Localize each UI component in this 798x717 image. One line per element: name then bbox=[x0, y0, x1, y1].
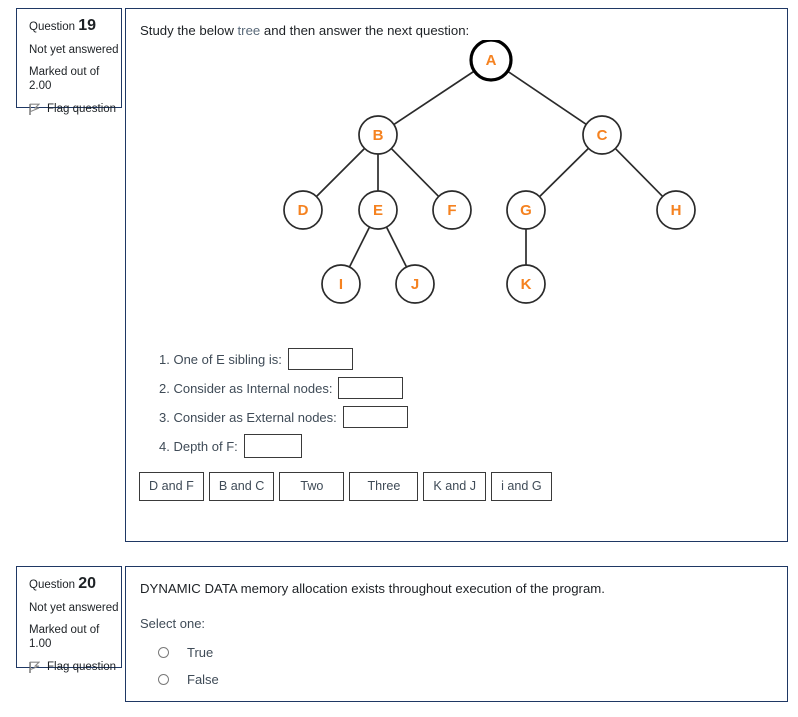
question-info-panel-19: Question 19 Not yet answered Marked out … bbox=[16, 8, 122, 115]
question-number-20: Question 20 bbox=[29, 575, 111, 593]
tree-node-H: H bbox=[656, 190, 696, 230]
tree-edge-A-C bbox=[506, 70, 588, 126]
flag-question-label-19: Flag question bbox=[47, 103, 117, 116]
question-content-19: Study the below tree and then answer the… bbox=[125, 8, 788, 542]
tree-edge-C-H bbox=[614, 147, 664, 198]
sub-question-4: 4. Depth of F: bbox=[159, 433, 787, 459]
question-number-value: 20 bbox=[78, 575, 97, 592]
question-prompt-19: Study the below tree and then answer the… bbox=[126, 9, 787, 40]
marked-out-of-value: 1.00 bbox=[29, 638, 52, 651]
tree-node-E: E bbox=[358, 190, 398, 230]
flag-icon bbox=[29, 661, 41, 674]
sub-questions-list-19: 1. One of E sibling is: 2. Consider as I… bbox=[126, 340, 787, 459]
choice-item[interactable]: D and F bbox=[139, 472, 204, 502]
tree-node-C: C bbox=[582, 115, 622, 155]
tree-node-label-F: F bbox=[447, 202, 456, 219]
question-marks-20: Marked out of 1.00 bbox=[29, 623, 111, 652]
radio-label-false: False bbox=[187, 672, 219, 688]
question-marks-19: Marked out of 2.00 bbox=[29, 65, 111, 94]
tree-node-A: A bbox=[469, 40, 513, 82]
tree-edge-B-D bbox=[315, 147, 366, 199]
question-number-19: Question 19 bbox=[29, 17, 111, 35]
tree-node-K: K bbox=[506, 264, 546, 304]
marked-out-of-value: 2.00 bbox=[29, 80, 52, 93]
radio-option-false[interactable]: False bbox=[158, 666, 787, 693]
tree-node-label-J: J bbox=[411, 276, 419, 293]
sub-question-2-dropzone[interactable] bbox=[338, 377, 404, 400]
question-number-label: Question bbox=[29, 21, 76, 33]
question-prompt-20: DYNAMIC DATA memory allocation exists th… bbox=[140, 581, 605, 596]
question-status-20: Not yet answered bbox=[29, 602, 119, 614]
tree-diagram: A B C D E F G H I J K bbox=[126, 40, 787, 340]
choice-item[interactable]: B and C bbox=[208, 472, 275, 502]
sub-question-1: 1. One of E sibling is: bbox=[159, 346, 787, 372]
tree-diagram-svg: A B C D E F G H I J K bbox=[283, 40, 696, 304]
tree-edge-E-I bbox=[348, 225, 371, 269]
tree-node-label-E: E bbox=[373, 202, 383, 219]
sub-question-1-label: 1. One of E sibling is: bbox=[159, 351, 282, 367]
radio-option-true[interactable]: True bbox=[158, 639, 787, 666]
question-number-label: Question bbox=[29, 579, 76, 591]
sub-question-2-label: 2. Consider as Internal nodes: bbox=[159, 380, 333, 396]
radio-button-false[interactable] bbox=[158, 674, 169, 686]
flag-question-label-20: Flag question bbox=[47, 661, 117, 674]
choice-item[interactable]: Two bbox=[279, 472, 345, 502]
question-number-value: 19 bbox=[78, 17, 97, 34]
radio-button-true[interactable] bbox=[158, 647, 169, 659]
sub-question-4-label: 4. Depth of F: bbox=[159, 438, 238, 454]
sub-question-3-label: 3. Consider as External nodes: bbox=[159, 409, 337, 425]
tree-node-label-A: A bbox=[486, 52, 497, 69]
question-info-panel-20: Question 20 Not yet answered Marked out … bbox=[16, 566, 122, 673]
tree-node-D: D bbox=[283, 190, 323, 230]
sub-question-3-dropzone[interactable] bbox=[342, 406, 408, 429]
tree-node-label-C: C bbox=[597, 127, 608, 144]
tree-node-F: F bbox=[432, 190, 472, 230]
sub-question-4-dropzone[interactable] bbox=[243, 434, 302, 459]
tree-node-label-B: B bbox=[373, 127, 384, 144]
answer-options-20: True False bbox=[126, 631, 787, 711]
sub-question-3: 3. Consider as External nodes: bbox=[159, 404, 787, 430]
choice-item[interactable]: i and G bbox=[491, 472, 552, 502]
select-one-label: Select one: bbox=[140, 616, 206, 632]
sub-question-2: 2. Consider as Internal nodes: bbox=[159, 375, 787, 401]
tree-node-J: J bbox=[395, 264, 435, 304]
tree-node-label-I: I bbox=[339, 276, 343, 293]
sub-question-1-dropzone[interactable] bbox=[287, 348, 353, 371]
prompt-link-tree: tree bbox=[237, 23, 261, 38]
tree-node-G: G bbox=[506, 190, 546, 230]
radio-label-true: True bbox=[187, 645, 214, 661]
choice-item[interactable]: Three bbox=[349, 472, 419, 502]
tree-edge-C-G bbox=[538, 147, 590, 199]
tree-node-I: I bbox=[321, 264, 361, 304]
flag-icon bbox=[29, 103, 41, 116]
tree-node-label-K: K bbox=[521, 276, 532, 293]
marked-out-of-label: Marked out of bbox=[29, 624, 100, 636]
prompt-part-1: Study the below bbox=[140, 23, 238, 38]
flag-question-20[interactable]: Flag question bbox=[29, 661, 116, 674]
prompt-part-2: and then answer the next question: bbox=[260, 23, 470, 38]
tree-node-label-D: D bbox=[298, 202, 309, 219]
tree-edge-E-J bbox=[385, 225, 408, 269]
question-status-19: Not yet answered bbox=[29, 44, 119, 56]
choice-item[interactable]: K and J bbox=[423, 472, 487, 502]
marked-out-of-label: Marked out of bbox=[29, 66, 100, 78]
tree-edge-A-B bbox=[392, 69, 476, 126]
question-content-20: DYNAMIC DATA memory allocation exists th… bbox=[125, 566, 788, 702]
draggable-choices-19: D and F B and C Two Three K and J i and … bbox=[126, 462, 787, 515]
tree-node-label-H: H bbox=[671, 202, 682, 219]
tree-node-label-G: G bbox=[520, 202, 532, 219]
flag-question-19[interactable]: Flag question bbox=[29, 103, 116, 116]
tree-edge-B-F bbox=[390, 147, 440, 198]
tree-node-B: B bbox=[358, 115, 398, 155]
